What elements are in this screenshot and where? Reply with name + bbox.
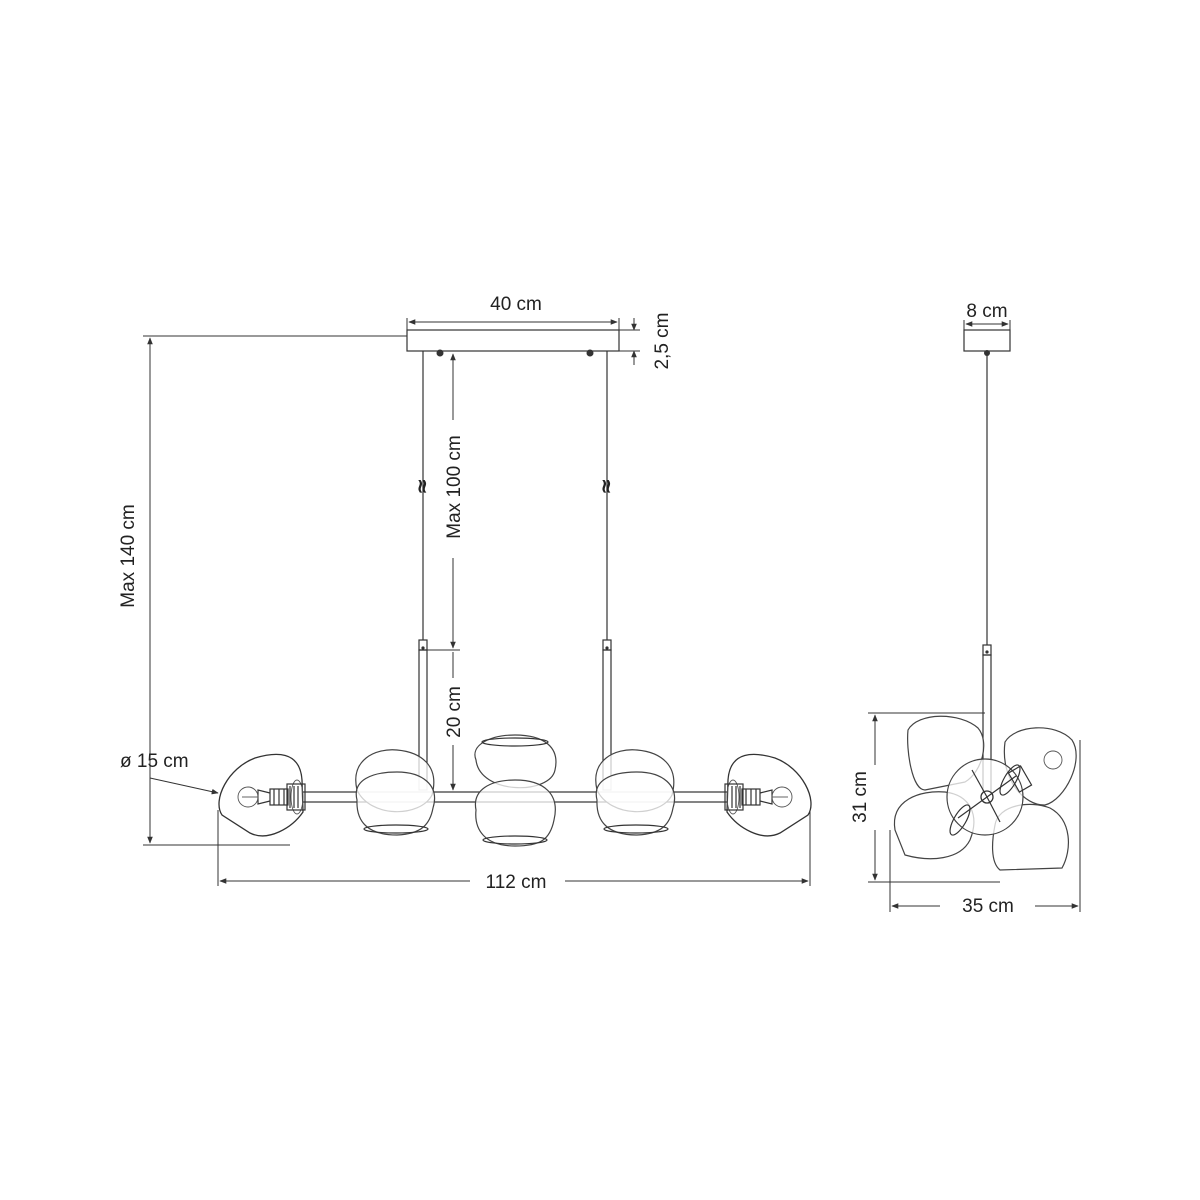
- shade-pair-right: [595, 749, 676, 836]
- label-max-cable: Max 100 cm: [444, 435, 465, 538]
- label-side-height: 31 cm: [850, 771, 871, 823]
- label-total-length: 112 cm: [486, 872, 547, 893]
- front-cables: [422, 351, 608, 640]
- label-rod-length: 20 cm: [444, 686, 465, 738]
- shade-pair-middle: [474, 734, 557, 847]
- front-view: ≈ ≈: [118, 294, 812, 893]
- label-shade-diameter: ø 15 cm: [120, 751, 189, 772]
- side-canopy: [963, 329, 1011, 352]
- label-canopy-height: 2,5 cm: [652, 312, 673, 369]
- label-max-total-height: Max 140 cm: [118, 504, 139, 607]
- side-dimension-lines: [868, 320, 1081, 912]
- side-shades: [893, 715, 1077, 871]
- shade-end-right: [724, 753, 812, 837]
- front-dimension-lines: [143, 318, 811, 886]
- label-side-width: 35 cm: [962, 896, 1014, 917]
- side-view: 8 cm 31 cm 35 cm: [850, 301, 1081, 917]
- shade-pair-left: [355, 749, 436, 836]
- shade-end-left: [218, 753, 306, 837]
- break-mark-right: ≈: [595, 478, 619, 495]
- front-canopy: [406, 329, 620, 357]
- label-canopy-width: 40 cm: [490, 294, 542, 315]
- label-side-canopy-width: 8 cm: [966, 301, 1007, 322]
- break-mark-left: ≈: [411, 478, 435, 495]
